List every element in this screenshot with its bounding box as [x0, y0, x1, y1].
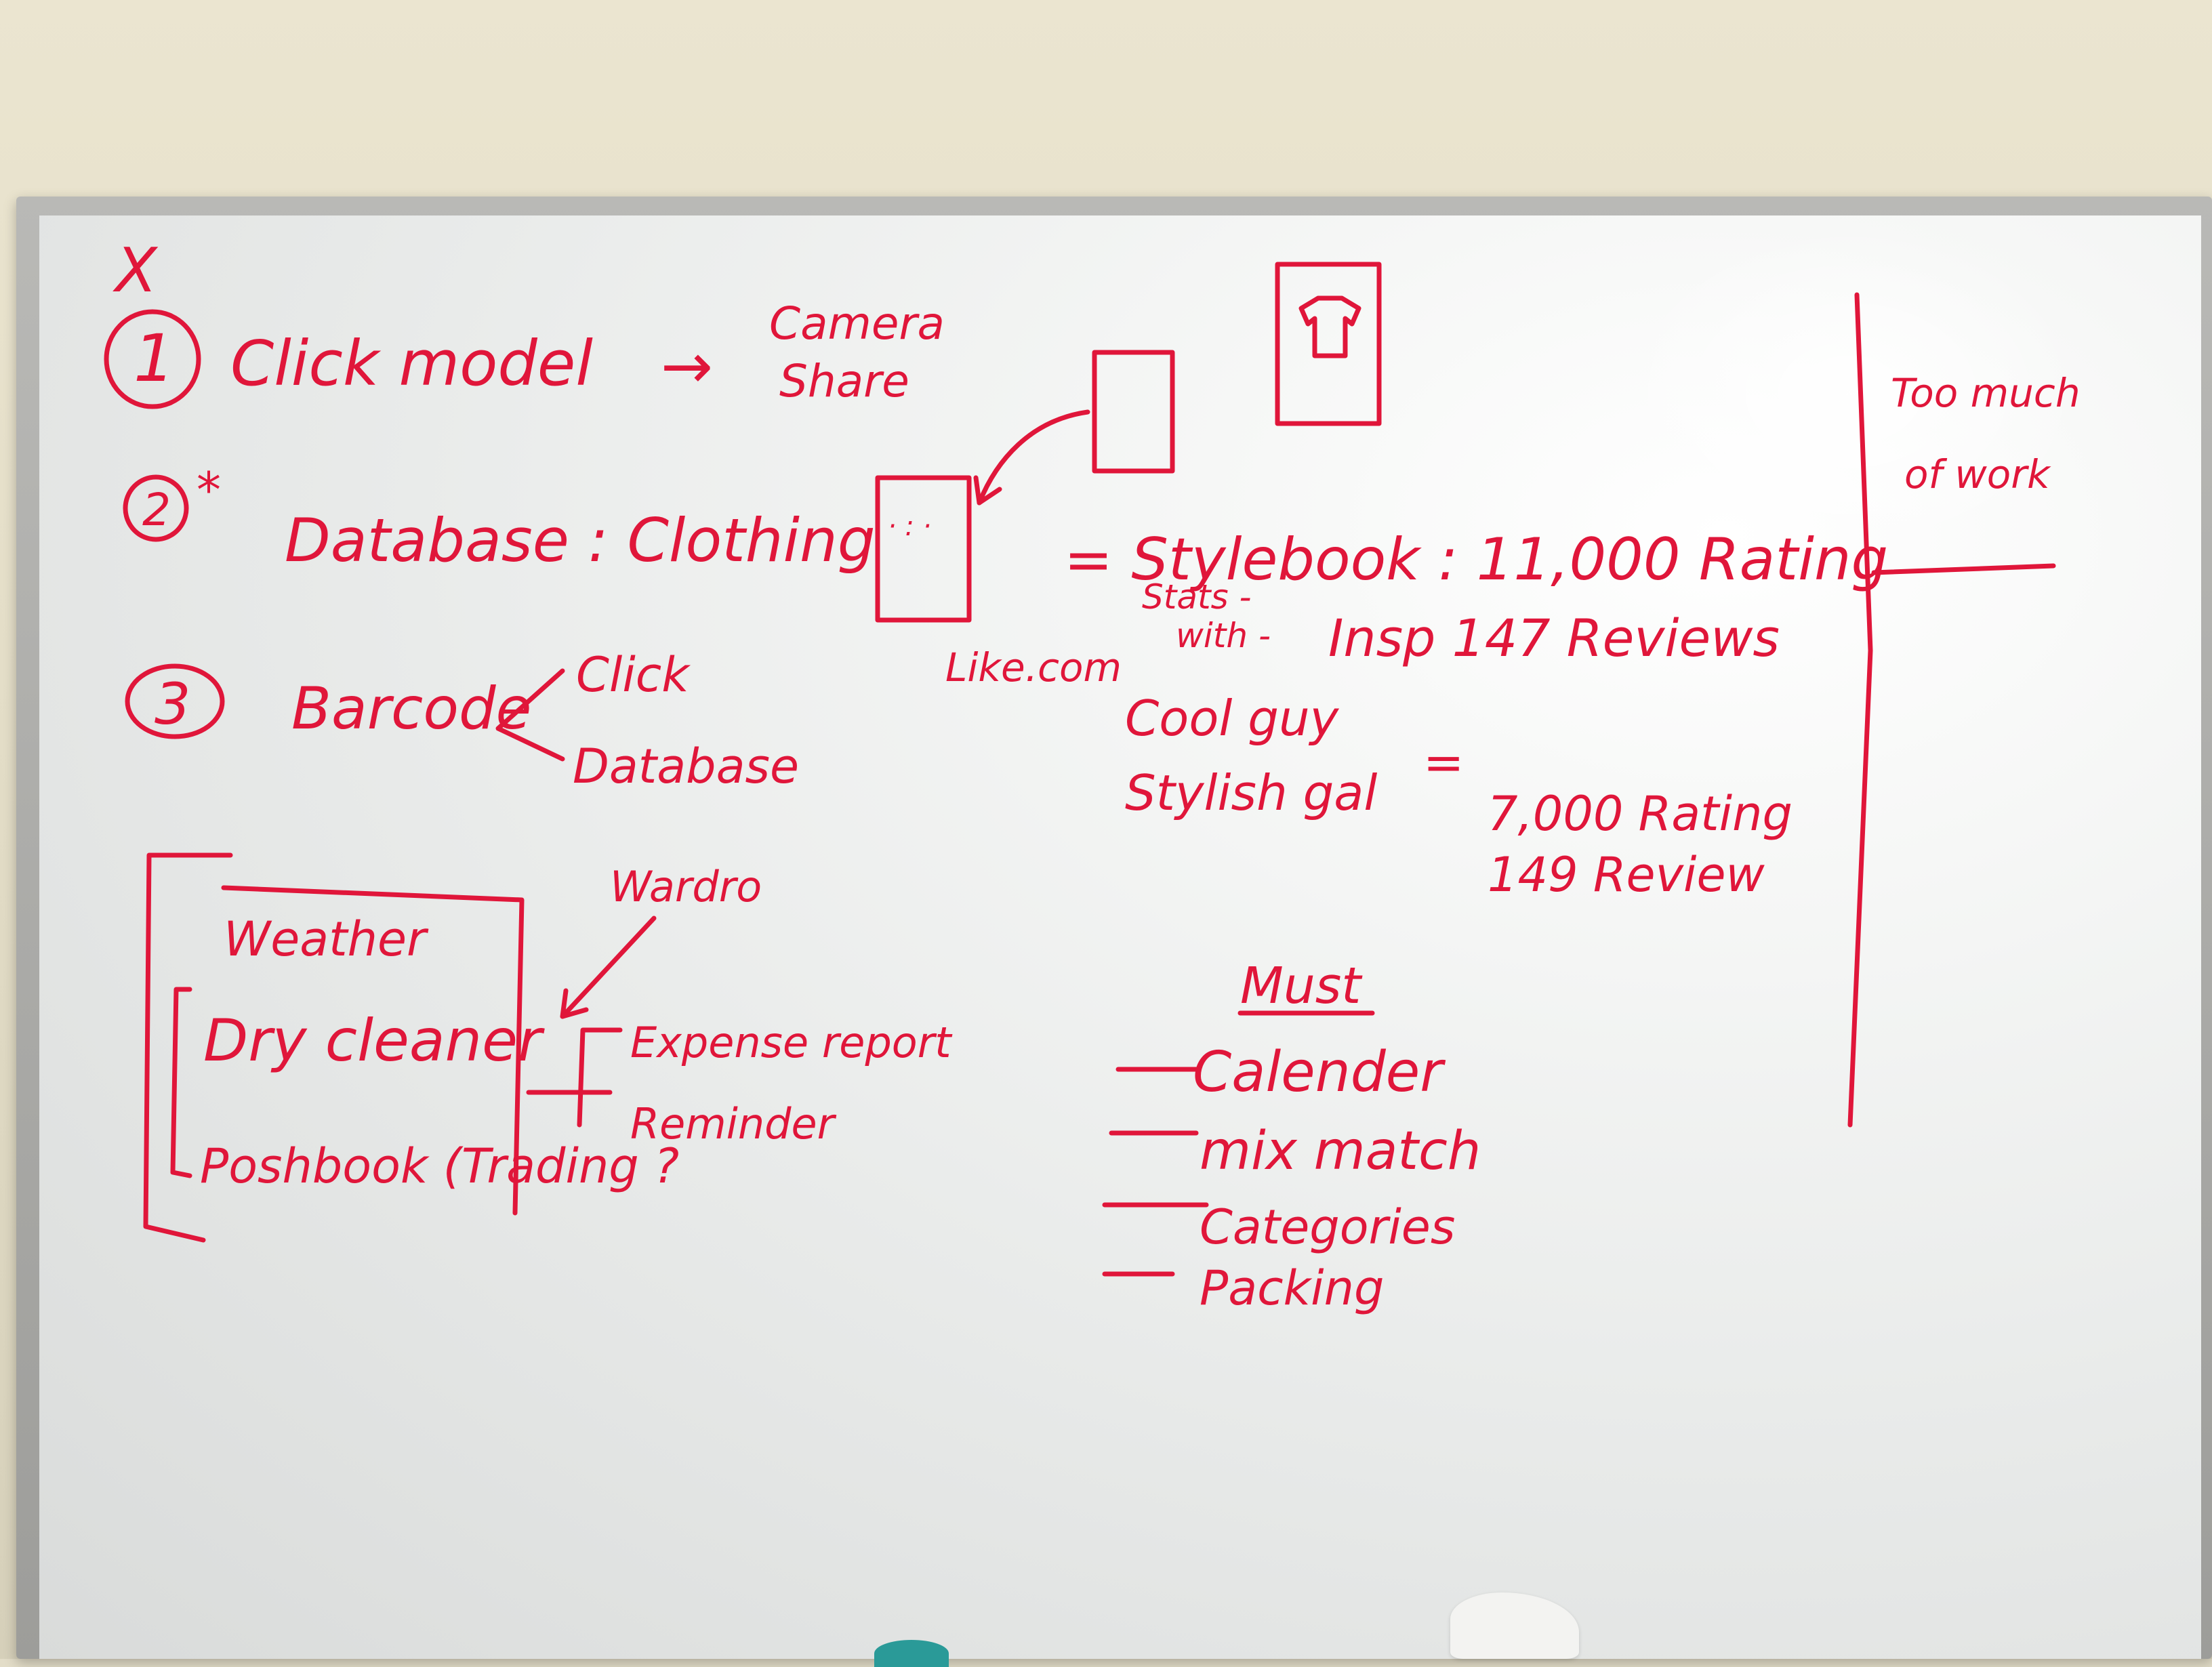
item3-branch-click: Click: [576, 647, 691, 703]
side-note-line1: Too much: [1891, 370, 2081, 416]
item2-number-circle: [123, 474, 189, 542]
stats-stats-label: Stats -: [1142, 577, 1252, 617]
wardrobe-note: Wardro: [610, 862, 762, 911]
barcode-branch: [495, 668, 565, 762]
box-dry-cleaner: Dry cleaner: [203, 1007, 545, 1075]
cross-mark: X: [112, 235, 159, 306]
box-poshbook: Poshbook (Trading ?: [200, 1138, 679, 1194]
must-item-categories: Categories: [1200, 1199, 1455, 1255]
item3-number-circle: [125, 663, 225, 739]
item3-text: Barcode: [291, 675, 531, 743]
stats-insp-reviews: Insp 147 Reviews: [1328, 608, 1780, 668]
must-item-mix-match: mix match: [1200, 1121, 1481, 1182]
item1-text: Click model: [230, 327, 593, 400]
must-item-calender: Calender: [1193, 1040, 1446, 1105]
expense-connector: [526, 1027, 623, 1128]
right-divider-line: [1847, 292, 1873, 1128]
stats-149-review: 149 Review: [1488, 847, 1765, 903]
item3-number: 3: [155, 671, 190, 737]
stats-stylebook: = Stylebook : 11,000 Rating: [1064, 526, 1888, 594]
item1-arrow: →: [661, 330, 713, 403]
svg-text:· : ·: · : ·: [888, 511, 931, 542]
stats-equals: =: [1423, 734, 1464, 791]
stats-7000-rating: 7,000 Rating: [1488, 786, 1793, 842]
box-inner-bracket: [170, 987, 192, 1178]
item2-number: 2: [142, 484, 171, 536]
box-weather: Weather: [224, 911, 429, 967]
box-outer-bracket: [143, 852, 233, 1243]
phone-sketch-small: [1092, 350, 1175, 474]
wardrobe-arrow: [560, 915, 657, 1019]
shirt-card-sketch: [1275, 262, 1382, 426]
item1-result-camera: Camera: [769, 297, 945, 350]
box-reminder: Reminder: [630, 1099, 837, 1149]
light-glare: [1613, 224, 2087, 562]
item2-asterisk: *: [197, 461, 221, 518]
like-com-label: Like.com: [945, 644, 1122, 691]
stats-with-label: with -: [1176, 616, 1271, 655]
phone-sketch-list: [875, 475, 972, 623]
item2-text: Database : Clothing: [285, 506, 876, 575]
must-item-packing: Packing: [1200, 1260, 1384, 1316]
stats-cool-guy: Cool guy: [1125, 690, 1340, 747]
stats-stylish-gal: Stylish gal: [1125, 764, 1377, 821]
marker-cap: [874, 1640, 949, 1667]
shirt-icon: [1298, 295, 1361, 358]
item1-number: 1: [134, 321, 175, 396]
side-note-line2: of work: [1904, 451, 2051, 497]
must-heading: Must: [1240, 957, 1363, 1015]
item3-branch-database: Database: [573, 739, 799, 794]
item1-result-share: Share: [779, 355, 909, 407]
phone-arrow: [977, 409, 1090, 506]
box-outline: [221, 885, 525, 1216]
side-note-underline: [1871, 563, 2056, 575]
box-expense-report: Expense report: [630, 1018, 953, 1067]
item1-number-circle: [104, 309, 201, 409]
